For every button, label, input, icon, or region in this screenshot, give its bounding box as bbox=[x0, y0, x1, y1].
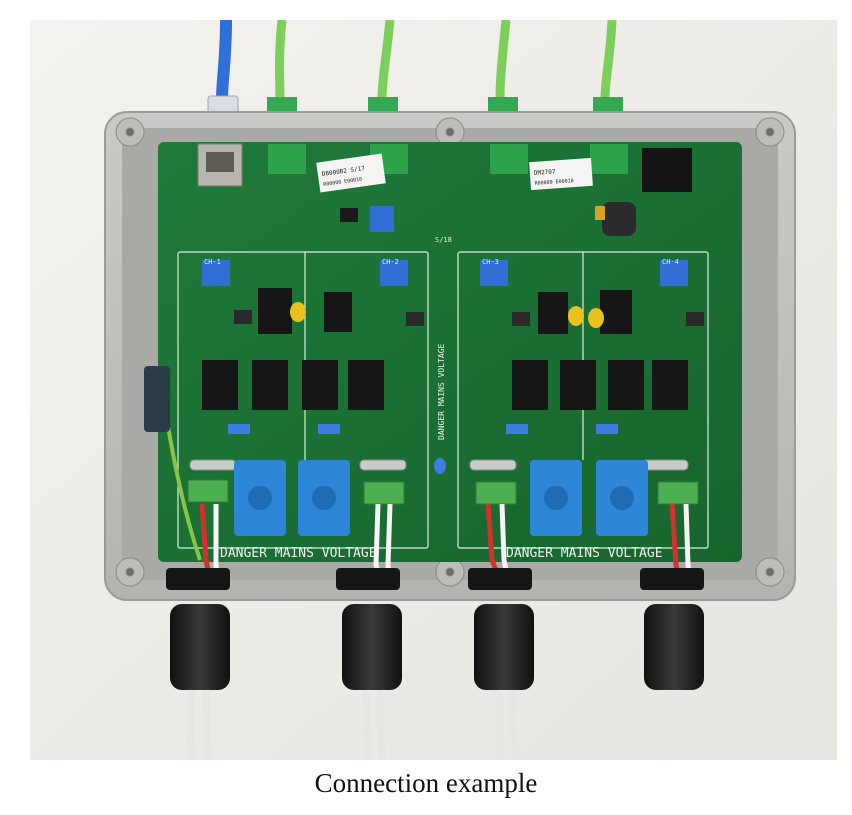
ground-clamp bbox=[144, 366, 170, 432]
danger-label-left: DANGER MAINS VOLTAGE bbox=[220, 546, 377, 561]
figure-caption: Connection example bbox=[314, 768, 538, 798]
channel-label-2: CH-2 bbox=[382, 258, 399, 266]
channel-label-4: CH-4 bbox=[662, 258, 679, 266]
cable-glands bbox=[166, 568, 704, 690]
terminal-blocks bbox=[187, 479, 699, 505]
sensor-cables bbox=[267, 20, 623, 113]
sticker-right-text: DM2707 bbox=[534, 168, 556, 177]
current-transformers bbox=[234, 460, 648, 536]
fuses bbox=[189, 459, 689, 471]
ics bbox=[234, 310, 704, 326]
power-cables bbox=[186, 689, 686, 760]
enclosure-screws bbox=[115, 117, 785, 587]
channel-outlines bbox=[177, 251, 709, 549]
relays bbox=[202, 288, 688, 410]
pcb bbox=[158, 142, 742, 562]
channel-dip-switches bbox=[202, 260, 688, 286]
capacitors bbox=[290, 302, 604, 328]
label-sticker-left: DB000B2 S/17 R00000 E00010 bbox=[316, 153, 386, 193]
channel-label-3: CH-3 bbox=[482, 258, 499, 266]
top-connectors bbox=[197, 143, 692, 236]
danger-label-right: DANGER MAINS VOLTAGE bbox=[506, 546, 663, 561]
sticker-left-subtext: R00000 E00010 bbox=[323, 177, 363, 188]
label-sticker-right: DM2707 R00000 E00010 bbox=[529, 157, 593, 191]
revision-mark: S/18 bbox=[435, 236, 452, 244]
channel-label-1: CH-1 bbox=[204, 258, 221, 266]
sticker-right-subtext: R00000 E00010 bbox=[534, 178, 573, 187]
danger-label-center: DANGER MAINS VOLTAGE bbox=[437, 343, 446, 440]
small-components bbox=[228, 424, 618, 474]
connection-photo: DB000B2 S/17 R00000 E00010 DM2707 R00000… bbox=[30, 20, 837, 760]
